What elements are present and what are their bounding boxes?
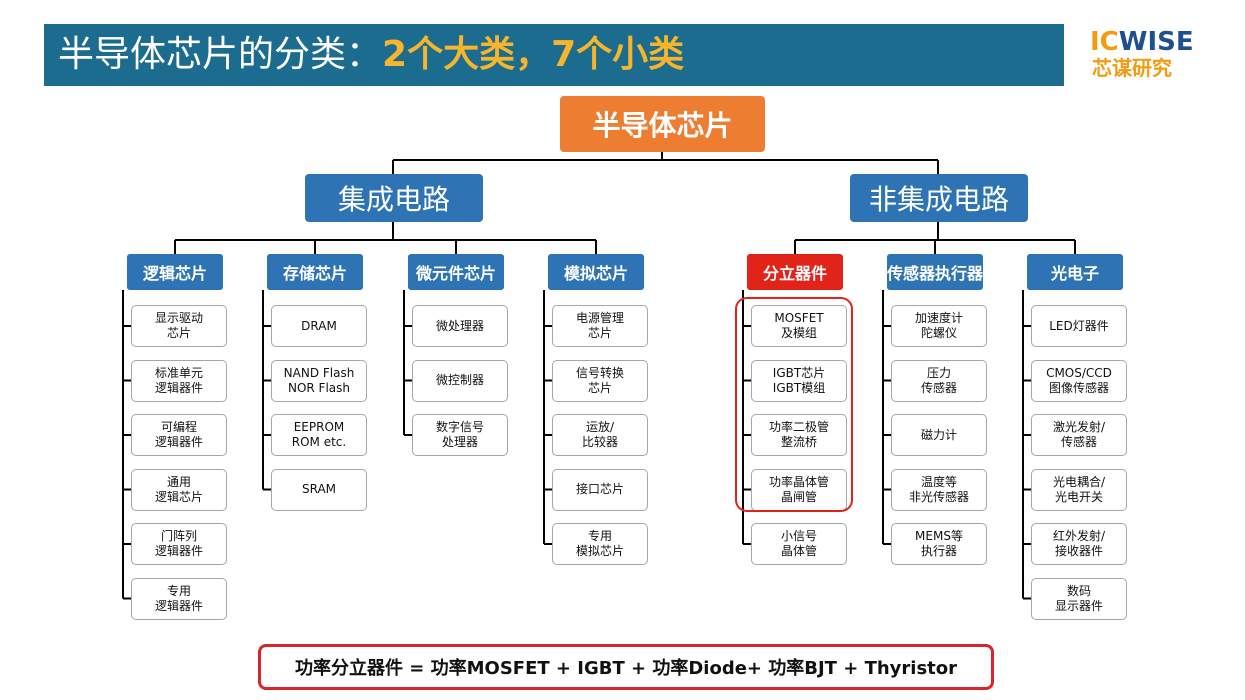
branch-non-integrated-circuit: 非集成电路	[850, 174, 1028, 222]
right-leaf-2-4: 红外发射/ 接收器件	[1031, 523, 1127, 565]
right-leaf-2-5: 数码 显示器件	[1031, 577, 1127, 620]
title-prefix: 半导体芯片的分类：	[58, 34, 383, 75]
left-leaf-0-4: 门阵列 逻辑器件	[131, 523, 227, 565]
logo-wordmark: ICWISE	[1090, 28, 1194, 56]
branch-integrated-circuit: 集成电路	[305, 174, 483, 222]
root-node: 半导体芯片	[560, 96, 765, 152]
right-leaf-2-1: CMOS/CCD 图像传感器	[1031, 359, 1127, 402]
left-leaf-1-2: EEPROM ROM etc.	[271, 414, 367, 456]
right-category-1: 传感器执行器	[887, 254, 983, 290]
left-leaf-2-1: 微控制器	[412, 359, 508, 402]
icwise-logo: ICWISE 芯谋研究	[1090, 28, 1220, 82]
left-leaf-3-2: 运放/ 比较器	[552, 414, 648, 456]
left-leaf-3-0: 电源管理 芯片	[552, 305, 648, 347]
right-leaf-0-4: 小信号 晶体管	[751, 523, 847, 565]
title-highlight: 2个大类，7个小类	[382, 34, 685, 75]
right-leaf-1-2: 磁力计	[891, 414, 987, 456]
right-leaf-0-1: IGBT芯片 IGBT模组	[751, 359, 847, 402]
right-leaf-0-2: 功率二极管 整流桥	[751, 414, 847, 456]
left-category-1: 存储芯片	[267, 254, 363, 290]
right-leaf-1-1: 压力 传感器	[891, 359, 987, 402]
right-leaf-1-0: 加速度计 陀螺仪	[891, 305, 987, 347]
logo-accent: IC	[1090, 27, 1119, 57]
left-leaf-3-1: 信号转换 芯片	[552, 359, 648, 402]
left-leaf-1-3: SRAM	[271, 468, 367, 511]
right-leaf-2-3: 光电耦合/ 光电开关	[1031, 468, 1127, 511]
left-leaf-1-1: NAND Flash NOR Flash	[271, 359, 367, 402]
left-leaf-2-2: 数字信号 处理器	[412, 414, 508, 456]
logo-chinese: 芯谋研究	[1092, 56, 1172, 80]
title-bar: 半导体芯片的分类：2个大类，7个小类	[44, 24, 1064, 86]
left-leaf-2-0: 微处理器	[412, 305, 508, 347]
left-category-0: 逻辑芯片	[127, 254, 223, 290]
right-leaf-1-3: 温度等 非光传感器	[891, 468, 987, 511]
right-leaf-2-2: 激光发射/ 传感器	[1031, 414, 1127, 456]
right-category-0: 分立器件	[747, 254, 843, 290]
right-category-2: 光电子	[1027, 254, 1123, 290]
left-leaf-0-2: 可编程 逻辑器件	[131, 414, 227, 456]
left-category-2: 微元件芯片	[408, 254, 504, 290]
left-leaf-0-5: 专用 逻辑器件	[131, 577, 227, 620]
left-category-3: 模拟芯片	[548, 254, 644, 290]
left-leaf-0-1: 标准单元 逻辑器件	[131, 359, 227, 402]
left-leaf-3-3: 接口芯片	[552, 468, 648, 511]
left-leaf-0-0: 显示驱动 芯片	[131, 305, 227, 347]
right-leaf-0-0: MOSFET 及模组	[751, 305, 847, 347]
right-leaf-2-0: LED灯器件	[1031, 305, 1127, 347]
left-leaf-1-0: DRAM	[271, 305, 367, 347]
power-discrete-highlight	[735, 297, 853, 512]
left-leaf-3-4: 专用 模拟芯片	[552, 523, 648, 565]
right-leaf-1-4: MEMS等 执行器	[891, 523, 987, 565]
formula-box: 功率分立器件 = 功率MOSFET + IGBT + 功率Diode+ 功率BJ…	[258, 644, 994, 690]
logo-wise: WISE	[1118, 27, 1194, 57]
left-leaf-0-3: 通用 逻辑芯片	[131, 468, 227, 511]
page-title: 半导体芯片的分类：2个大类，7个小类	[58, 32, 684, 78]
